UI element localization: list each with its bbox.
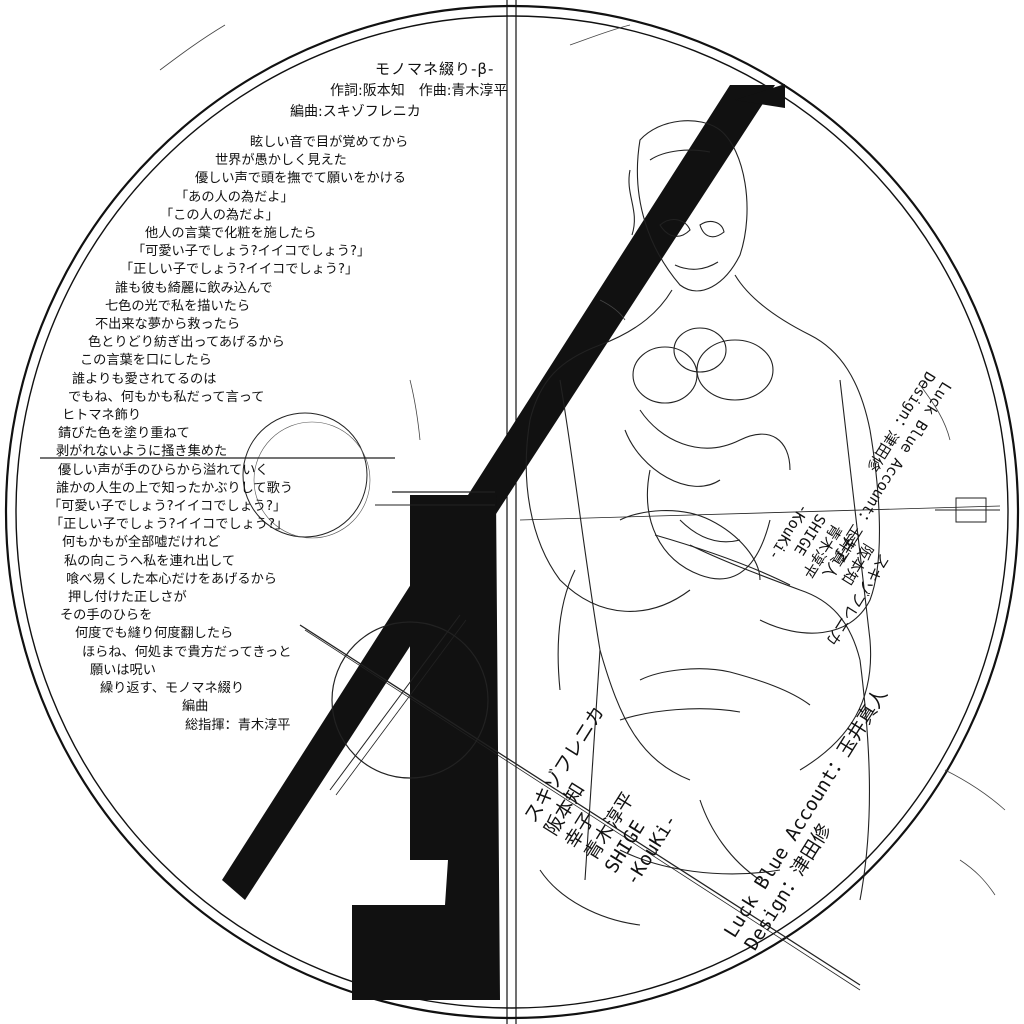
lyric-line: 「可愛い子でしょう?イイコでしょう?」: [132, 244, 371, 260]
small-frame: [955, 497, 987, 523]
lyric-line: 優しい声で頭を撫でて願いをかける: [195, 171, 406, 187]
lyric-line: 剥がれないように掻き集めた: [56, 444, 228, 460]
disc-title: モノマネ綴り-β-: [375, 60, 495, 78]
lyric-line: 喰べ易くした本心だけをあげるから: [66, 571, 277, 587]
overlay-circle-small: [253, 421, 371, 539]
lyric-line: 他人の言葉で化粧を施したら: [145, 226, 317, 242]
black-diagonal-band: [222, 85, 775, 900]
lyric-line: 誰も彼も綺麗に飲み込んで: [115, 280, 273, 296]
lyric-line: ヒトマネ飾り: [62, 408, 142, 424]
black-step: [352, 905, 410, 1000]
lyric-line: その手のひらを: [60, 608, 153, 624]
lyrics-block: 眩しい音で目が覚めてから 世界が愚かしく見えた 優しい声で頭を撫でて願いをかける…: [48, 134, 408, 735]
lyric-line: 編曲: [182, 699, 209, 715]
construction-line: [304, 629, 861, 991]
lyric-line: 「正しい子でしょう?イイコでしょう?」: [120, 262, 359, 278]
lyric-line: 繰り返す、モノマネ綴り: [100, 681, 245, 697]
lyric-line: でもね、何もかも私だって言って: [68, 389, 265, 405]
lyric-line: 世界が愚かしく見えた: [215, 153, 347, 169]
horizontal-guide-line: [519, 505, 1001, 521]
lyric-line: 願いは呪い: [90, 662, 156, 678]
construction-line: [329, 614, 461, 791]
arranger-credit: 編曲:スキゾフレニカ: [290, 104, 421, 120]
lyric-line: 「あの人の為だよ」: [175, 189, 294, 205]
lyric-line: 押し付けた正しさが: [68, 590, 187, 606]
scratch-lines: [159, 24, 1006, 896]
disc-outer-ring: [4, 4, 1020, 1020]
lyric-line: 「正しい子でしょう?イイコでしょう?」: [50, 517, 289, 533]
lyric-line: 錆びた色を塗り重ねて: [58, 426, 190, 442]
disc-inner-ring: [15, 15, 1009, 1009]
overlay-circle-small: [242, 412, 368, 538]
lyricist-composer-credit: 作詞:阪本知 作曲:青木淳平: [330, 83, 508, 99]
lyric-line: 「可愛い子でしょう?イイコでしょう?」: [48, 499, 287, 515]
figure-sketch: [525, 120, 880, 926]
lyric-line: 眩しい音で目が覚めてから: [250, 135, 409, 150]
lyric-line: 総指揮：青木淳平: [185, 717, 291, 733]
lyric-line: 誰よりも愛されてるのは: [72, 371, 217, 387]
lyric-line: 誰かの人生の上で知ったかぶりして歌う: [56, 480, 293, 496]
black-diagonal-band-top: [735, 84, 785, 108]
construction-line: [335, 619, 467, 796]
lyric-line: 何度でも縫り何度翻したら: [75, 626, 234, 642]
lyric-line: 何もかもが全部嘘だけれど: [62, 535, 221, 551]
lyric-line: 「この人の為だよ」: [160, 207, 279, 223]
lyric-line: 不出来な夢から救ったら: [95, 317, 241, 333]
lyric-line: この言葉を口にしたら: [80, 353, 212, 369]
lyric-line: 私の向こうへ私を連れ出して: [64, 553, 236, 569]
construction-line: [299, 624, 861, 986]
lyric-line: ほらね、何処まで貴方だってきっと: [82, 644, 292, 660]
lyric-line: 七色の光で私を描いたら: [105, 298, 251, 314]
lyric-line: 優しい声が手のひらから溢れていく: [58, 462, 269, 478]
black-vertical-block: [368, 495, 500, 1000]
lyric-line: 色とりどり紡ぎ出ってあげるから: [88, 335, 285, 351]
overlay-circle: [331, 621, 489, 779]
